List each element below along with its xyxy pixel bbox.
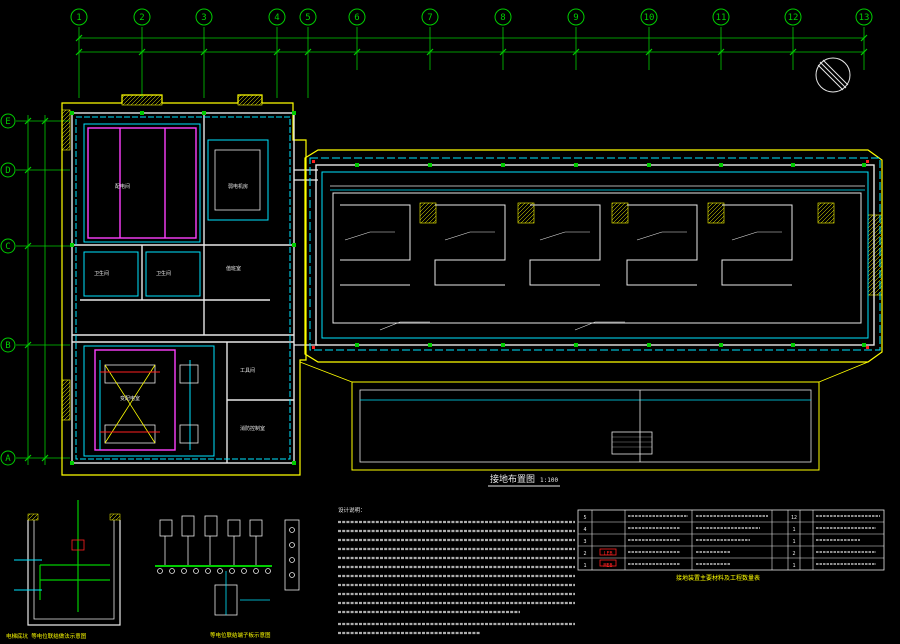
plan-title-group: 接地布置图 1:100 — [488, 473, 560, 487]
table-cell-no: 3 — [583, 539, 586, 545]
table-cell-no: 5 — [583, 515, 586, 521]
axis-label-top: 1 — [76, 13, 81, 23]
left-building-plan: 配电间 弱电机房 卫生间 卫生间 值班室 工具间 消防控制室 变配电室 — [61, 94, 307, 476]
axis-label-top: 12 — [788, 13, 799, 23]
corridor-link — [294, 169, 318, 346]
svg-text:值班室: 值班室 — [226, 265, 241, 272]
svg-text:工具间: 工具间 — [240, 367, 255, 374]
axis-label-top: 9 — [573, 13, 578, 23]
axis-label-left: D — [5, 166, 10, 176]
table-cell-qty: 1 — [792, 539, 795, 545]
design-notes: 设计说明： — [338, 506, 575, 635]
table-cell-qty: 1 — [792, 527, 795, 533]
axis-label-top: 11 — [716, 13, 727, 23]
table-cell-symbol: LEB — [603, 551, 612, 557]
svg-text:消防控制室: 消防控制室 — [240, 425, 265, 432]
axis-label-top: 10 — [644, 13, 655, 23]
axis-label-top: 5 — [305, 13, 310, 23]
axis-label-top: 3 — [201, 13, 206, 23]
svg-text:卫生间: 卫生间 — [156, 270, 171, 277]
detail-bonding-plate: 等电位联结端子板示意图 — [155, 515, 300, 639]
table-cell-qty: 1 — [792, 563, 795, 569]
table-cell-no: 1 — [583, 563, 586, 569]
svg-text:配电间: 配电间 — [115, 183, 130, 190]
table-cell-qty: 12 — [791, 515, 797, 521]
notes-title: 设计说明： — [338, 506, 366, 514]
axis-label-top: 8 — [500, 13, 505, 23]
table-cell-no: 2 — [583, 551, 586, 557]
axis-label-top: 13 — [859, 13, 870, 23]
axis-label-left: E — [5, 117, 10, 127]
axis-label-left: C — [5, 242, 10, 252]
main-hall-plan — [304, 149, 883, 363]
table-cell-qty: 2 — [792, 551, 795, 557]
axis-label-top: 2 — [139, 13, 144, 23]
material-table: 5 4 3 2 1 LEB MEB 12 1 1 2 1 接地装置主要材料及工程… — [577, 509, 885, 582]
table-cell-no: 4 — [583, 527, 586, 533]
axis-label-top: 4 — [274, 13, 279, 23]
plan-scale: 1:100 — [540, 477, 558, 484]
axis-grid: 1 2 3 4 5 6 7 8 9 10 11 12 13 — [0, 8, 873, 466]
plan-title: 接地布置图 — [490, 473, 535, 485]
table-cell-symbol: MEB — [603, 563, 612, 569]
north-arrow-icon — [815, 57, 851, 93]
pit-detail-title: 电梯底坑 等电位联结做法示意图 — [6, 632, 87, 640]
yard-plan — [299, 361, 869, 471]
svg-text:卫生间: 卫生间 — [94, 270, 109, 277]
table-title: 接地装置主要材料及工程数量表 — [676, 574, 760, 582]
axis-label-top: 6 — [354, 13, 359, 23]
detail-elevator-pit: 电梯底坑 等电位联结做法示意图 — [6, 500, 121, 640]
svg-text:变配电室: 变配电室 — [120, 395, 140, 402]
axis-label-left: A — [5, 454, 11, 464]
svg-text:弱电机房: 弱电机房 — [228, 183, 248, 190]
bond-detail-title: 等电位联结端子板示意图 — [210, 631, 271, 639]
axis-label-top: 7 — [427, 13, 432, 23]
axis-label-left: B — [5, 341, 10, 351]
